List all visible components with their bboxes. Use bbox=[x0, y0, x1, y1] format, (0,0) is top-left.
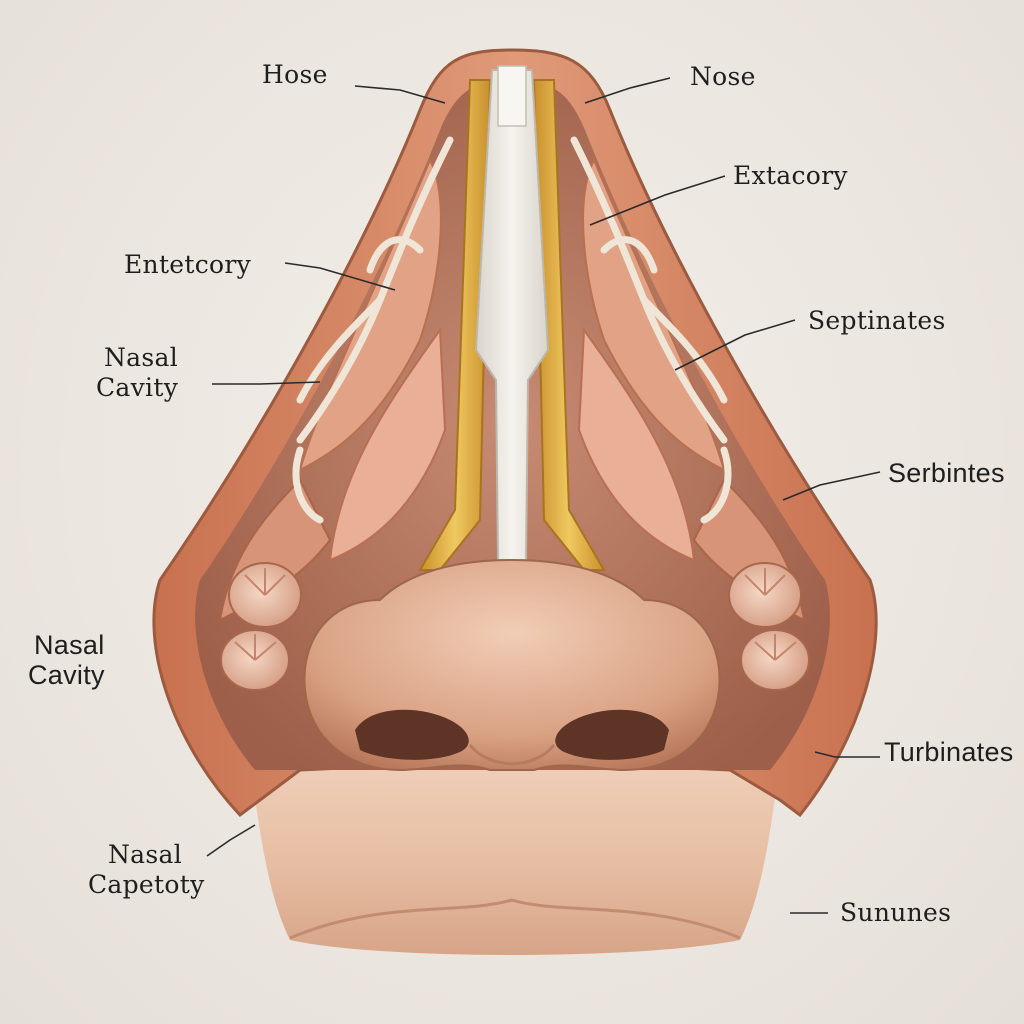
label-nasal-cavity-middle-line1: Nasal bbox=[34, 630, 105, 660]
label-entetcory: Entetcory bbox=[124, 250, 252, 279]
label-nasal-cavity-upper-line2: Cavity bbox=[96, 373, 179, 402]
leader-serbintes bbox=[782, 471, 881, 501]
left-turbinates bbox=[220, 562, 302, 691]
columella bbox=[468, 744, 556, 766]
label-turbinates: Turbinates bbox=[884, 737, 1014, 767]
leader-entetcory bbox=[284, 262, 396, 291]
leader-lines bbox=[206, 77, 881, 914]
lower-face bbox=[250, 760, 780, 955]
leader-septinates bbox=[674, 319, 796, 371]
label-nasal-cavity-middle: Nasal Cavity bbox=[28, 630, 105, 690]
upper-lip-line bbox=[289, 898, 741, 940]
leader-nasal-cavity-upper bbox=[212, 381, 321, 385]
leader-extacory bbox=[589, 175, 726, 226]
left-nostril bbox=[355, 709, 469, 760]
right-turbinates bbox=[728, 562, 810, 691]
septum-top-cap bbox=[497, 65, 527, 127]
label-nasal-capetoty-line2: Capetoty bbox=[88, 870, 205, 899]
cartilage-branches bbox=[292, 136, 732, 524]
label-hose: Hose bbox=[262, 60, 328, 89]
leader-turbinates bbox=[814, 751, 880, 758]
right-nostril bbox=[555, 709, 669, 760]
right-bone-strip bbox=[532, 79, 606, 571]
label-nasal-capetoty: Nasal Capetoty bbox=[88, 840, 205, 900]
label-nasal-cavity-upper-line1: Nasal bbox=[104, 343, 179, 372]
label-sununes: Sununes bbox=[840, 898, 952, 927]
leader-hose bbox=[354, 85, 446, 104]
label-nasal-cavity-middle-line2: Cavity bbox=[28, 660, 105, 690]
label-nasal-cavity-upper: Nasal Cavity bbox=[96, 343, 179, 403]
leader-nasal-capetoty bbox=[206, 824, 256, 857]
label-nose: Nose bbox=[690, 62, 756, 91]
leader-nose bbox=[584, 77, 671, 104]
label-nasal-capetoty-line1: Nasal bbox=[108, 840, 183, 869]
right-tissue-middle bbox=[577, 327, 696, 562]
left-tissue-middle bbox=[328, 327, 447, 562]
label-serbintes: Serbintes bbox=[888, 458, 1005, 488]
label-septinates: Septinates bbox=[808, 306, 946, 335]
label-extacory: Extacory bbox=[733, 161, 848, 190]
